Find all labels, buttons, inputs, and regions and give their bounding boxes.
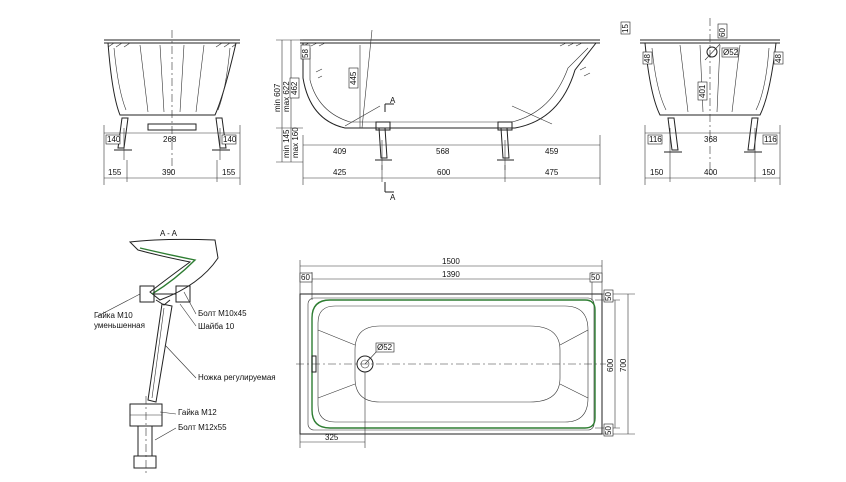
plan-inner-width: 600	[606, 358, 615, 372]
front-height-max: max 622	[282, 81, 291, 112]
right-drain: Ø52	[723, 48, 739, 57]
right-end-view: Ø52 15 60 48 48 401 116 368 116 150 400 …	[620, 18, 784, 185]
callout-bolt-m10: Болт М10х45	[198, 309, 247, 318]
plan-right-50a: 50	[604, 292, 613, 301]
front-dim-425: 425	[333, 168, 347, 177]
right-dim-116b: 116	[764, 135, 777, 144]
left-dim-390: 390	[162, 168, 176, 177]
right-dim-368: 368	[704, 135, 718, 144]
section-marker-top: A	[390, 96, 396, 105]
plan-left-offset: 60	[301, 273, 310, 282]
front-dim-409: 409	[333, 147, 347, 156]
front-dim-445: 445	[349, 71, 358, 85]
front-view: A A min 607 max 622 min 145 max 160 58 4…	[273, 29, 601, 202]
front-dim-459: 459	[545, 147, 559, 156]
left-dim-140b: 140	[223, 135, 237, 144]
front-dim-568: 568	[436, 147, 450, 156]
front-dim-462: 462	[290, 81, 299, 95]
callout-nut-m12: Гайка М12	[178, 408, 217, 417]
right-dim-48a: 48	[643, 54, 652, 63]
front-dim-600: 600	[437, 168, 451, 177]
left-dim-155b: 155	[222, 168, 236, 177]
left-dim-140a: 140	[107, 135, 121, 144]
front-height-min: min 607	[273, 83, 282, 112]
callout-nut-m10: Гайка М10	[94, 311, 133, 320]
section-title: A - A	[160, 229, 178, 238]
callout-washer: Шайба 10	[198, 322, 235, 331]
right-dim-150a: 150	[650, 168, 664, 177]
right-dim-48b: 48	[774, 54, 783, 63]
plan-drain: Ø52	[377, 343, 393, 352]
section-marker-bottom: A	[390, 193, 396, 202]
left-end-view: 140 268 140 155 390 155	[103, 30, 241, 185]
plan-inner-length: 1390	[442, 270, 460, 279]
front-dim-58: 58	[301, 49, 310, 58]
callout-nut-m10-sub: уменьшенная	[94, 321, 145, 330]
front-leg-max: max 160	[291, 127, 300, 158]
plan-right-50b: 50	[604, 426, 613, 435]
front-leg-min: min 145	[282, 129, 291, 158]
right-dim-400: 400	[704, 168, 718, 177]
left-dim-155a: 155	[108, 168, 122, 177]
right-dim-15: 15	[621, 24, 630, 33]
plan-overall-length: 1500	[442, 257, 460, 266]
plan-overall-width: 700	[619, 358, 628, 372]
callout-bolt-m12: Болт М12х55	[178, 423, 227, 432]
right-dim-401: 401	[698, 84, 707, 98]
left-dim-268: 268	[163, 135, 177, 144]
right-dim-150b: 150	[762, 168, 776, 177]
section-detail: A - A Гайка М10 уменьшенная Болт М10х45 …	[94, 229, 276, 475]
right-dim-116a: 116	[649, 135, 662, 144]
plan-view: Ø52 1500 60 1390 50 50 50 600 700 325	[296, 257, 635, 448]
front-dim-475: 475	[545, 168, 559, 177]
callout-adjustable-leg: Ножка регулируемая	[198, 373, 276, 382]
right-dim-60: 60	[718, 28, 727, 37]
plan-drain-offset: 325	[325, 433, 339, 442]
plan-right-offset: 50	[591, 273, 600, 282]
